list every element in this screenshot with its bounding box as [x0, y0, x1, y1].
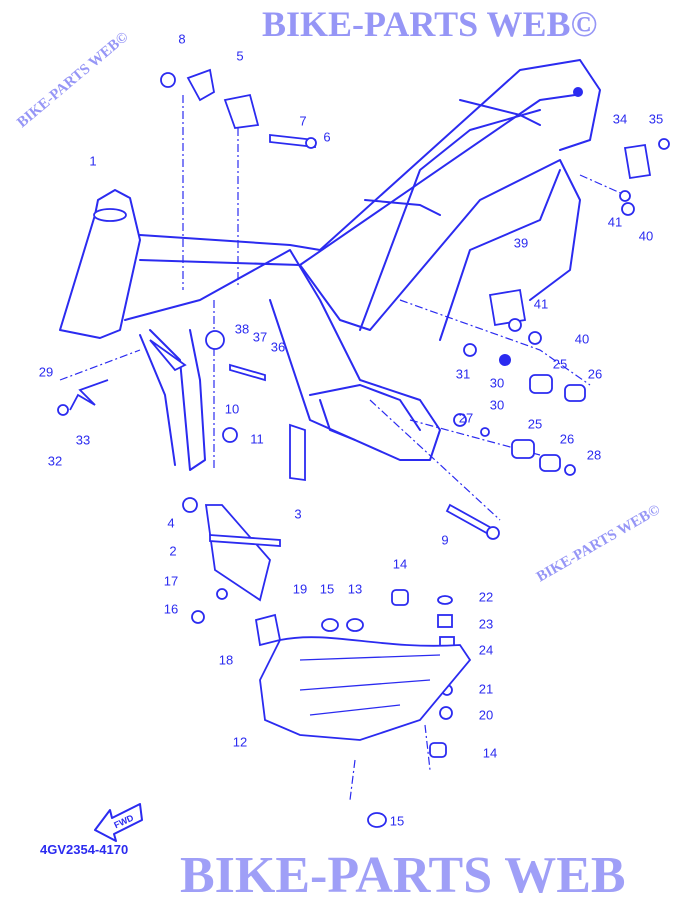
- callout-number: 16: [164, 601, 178, 616]
- part-code: 4GV2354-4170: [40, 842, 129, 857]
- callout-number: 24: [479, 642, 493, 657]
- callout-number: 1: [89, 153, 96, 168]
- callout-number: 17: [164, 573, 178, 588]
- callout-number: 40: [575, 331, 589, 346]
- callout-number: 15: [320, 581, 334, 596]
- callout-number: 29: [39, 364, 53, 379]
- callout-number: 22: [479, 589, 493, 604]
- callout-number: 37: [253, 329, 267, 344]
- callout-number: 28: [587, 447, 601, 462]
- callout-number: 41: [608, 214, 622, 229]
- callout-number: 3: [294, 506, 301, 521]
- callout-number: 4: [167, 515, 174, 530]
- leader-lines: [59, 95, 626, 801]
- callout-number: 14: [393, 556, 407, 571]
- watermark-top-left: BIKE-PARTS WEB©: [14, 29, 131, 131]
- callout-number: 12: [233, 734, 247, 749]
- callout-number: 30: [490, 397, 504, 412]
- callout-number: 27: [459, 410, 473, 425]
- callout-number: 21: [479, 681, 493, 696]
- callout-number: 23: [479, 616, 493, 631]
- callout-number: 25: [553, 356, 567, 371]
- callout-number: 14: [483, 745, 497, 760]
- callout-number: 30: [490, 375, 504, 390]
- callout-number: 34: [613, 111, 627, 126]
- callout-number: 19: [293, 581, 307, 596]
- callout-number: 39: [514, 235, 528, 250]
- callout-number: 5: [236, 48, 243, 63]
- callout-number: 33: [76, 432, 90, 447]
- callout-number: 40: [639, 228, 653, 243]
- callout-number: 8: [178, 31, 185, 46]
- callout-number: 26: [560, 431, 574, 446]
- callout-number: 10: [225, 401, 239, 416]
- callout-number: 2: [169, 543, 176, 558]
- callout-number: 7: [299, 113, 306, 128]
- watermark-center: BIKE-PARTS WEB: [180, 847, 626, 900]
- callout-number: 31: [456, 366, 470, 381]
- callout-number: 26: [588, 366, 602, 381]
- callout-number: 32: [48, 453, 62, 468]
- callout-number: 6: [323, 129, 330, 144]
- callout-number: 38: [235, 321, 249, 336]
- small-parts: [57, 68, 670, 828]
- callout-number: 13: [348, 581, 362, 596]
- callout-number: 35: [649, 111, 663, 126]
- callout-number: 15: [390, 813, 404, 828]
- callout-number: 20: [479, 707, 493, 722]
- main-frame: [59, 59, 601, 471]
- watermark-bottom-right: BIKE-PARTS WEB©: [534, 502, 663, 586]
- callout-number: 41: [534, 296, 548, 311]
- callout-number: 25: [528, 416, 542, 431]
- callout-number: 11: [250, 431, 264, 446]
- callout-number: 9: [441, 532, 448, 547]
- forward-arrow-icon: FWD: [94, 803, 143, 842]
- callout-number: 18: [219, 652, 233, 667]
- callout-number: 36: [271, 339, 285, 354]
- watermark-right: BIKE-PARTS WEB©: [262, 4, 597, 44]
